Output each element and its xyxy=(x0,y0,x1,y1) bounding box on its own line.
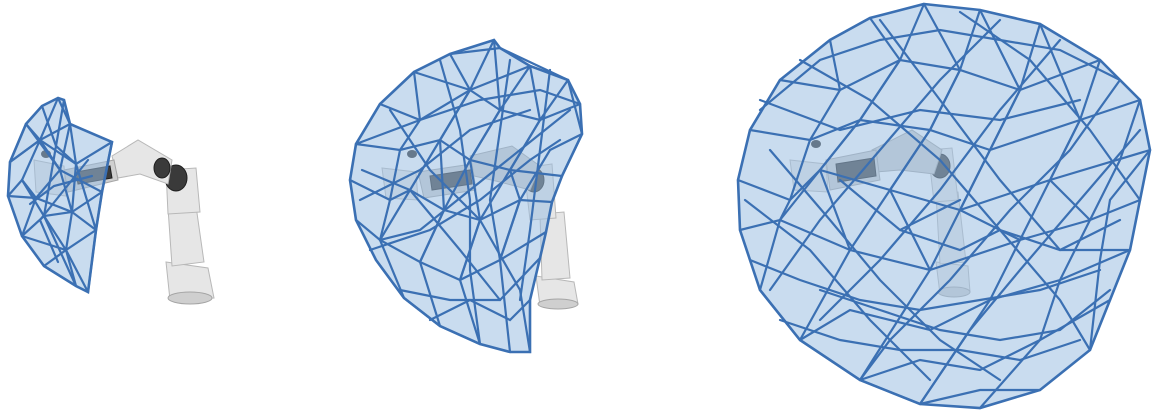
workspace-mesh xyxy=(738,4,1150,408)
panel-2 xyxy=(350,40,582,352)
workspace-mesh xyxy=(8,98,112,292)
panel-1 xyxy=(8,98,214,304)
panel-3 xyxy=(738,4,1150,408)
